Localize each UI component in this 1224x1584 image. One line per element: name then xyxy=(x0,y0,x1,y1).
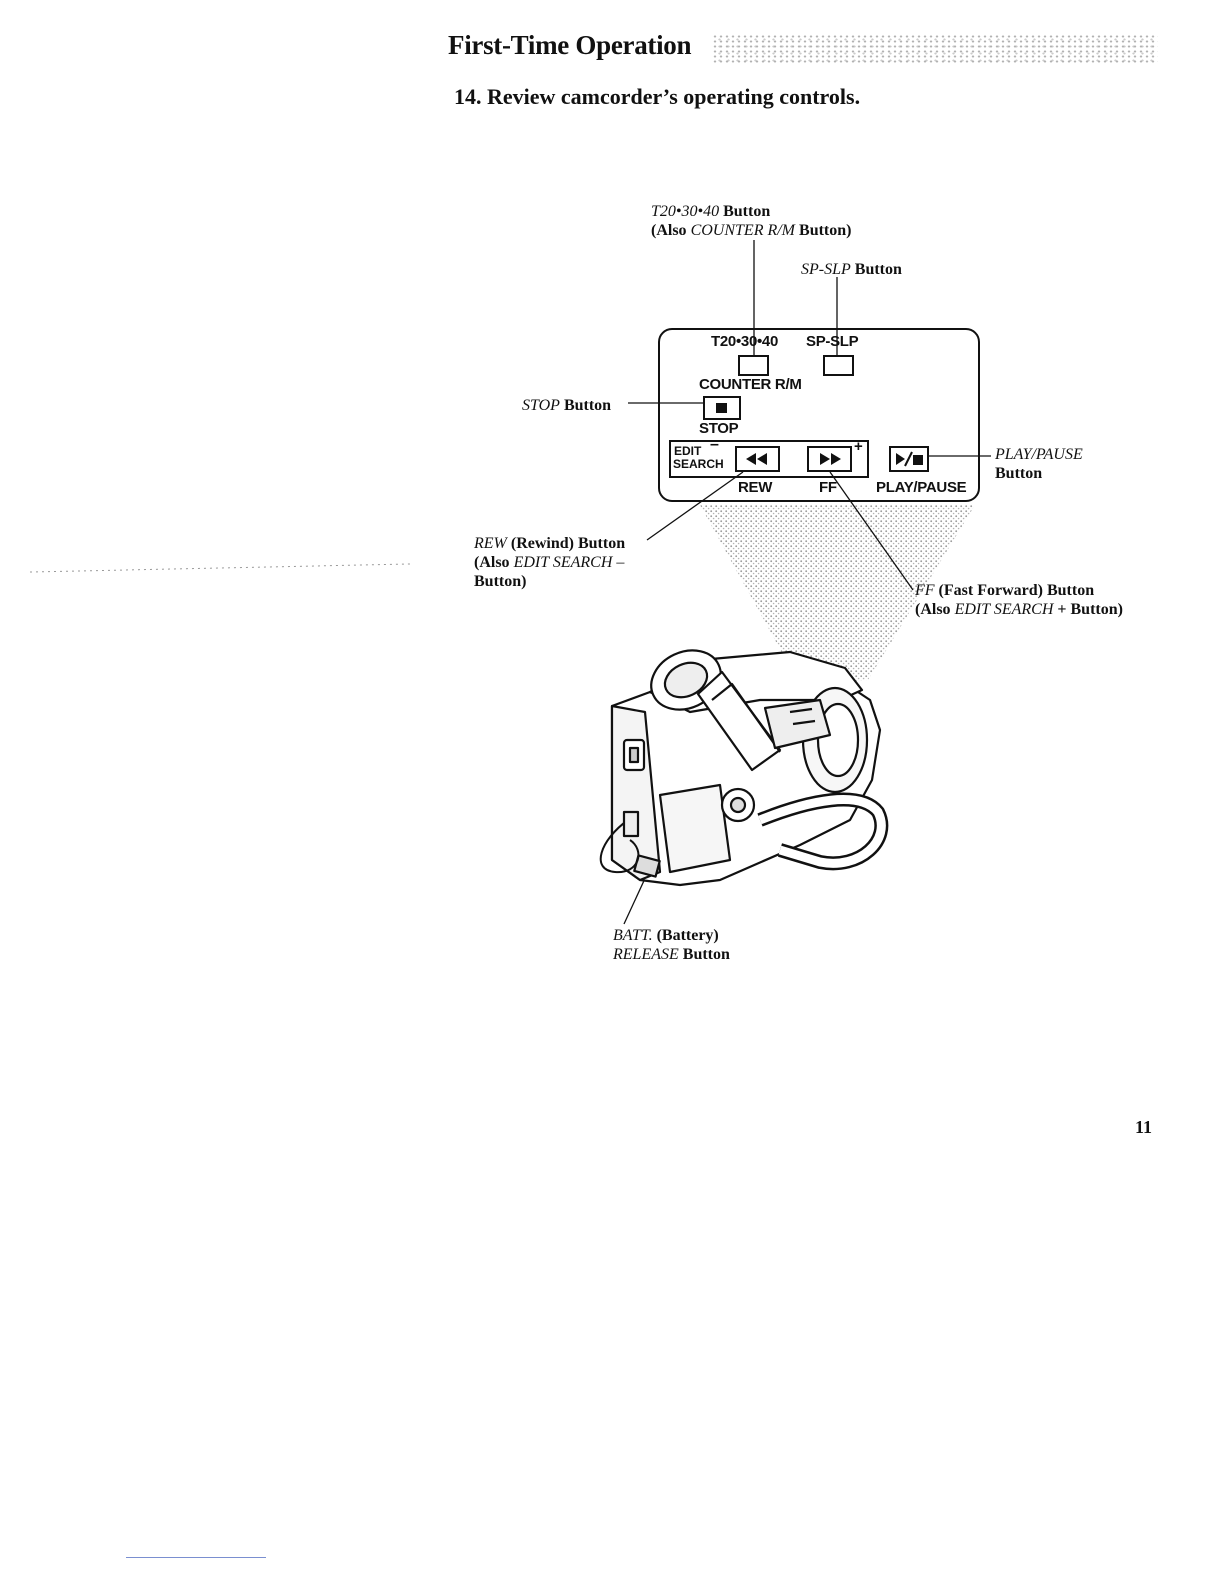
stop-icon xyxy=(716,403,727,413)
control-panel-outline xyxy=(658,328,980,502)
leader-ff xyxy=(829,471,914,591)
t20-button xyxy=(738,355,769,376)
panel-label-stop: STOP xyxy=(699,420,739,437)
panel-label-search: SEARCH xyxy=(673,457,724,471)
callout-spslp: SP-SLP Button xyxy=(801,261,902,278)
spslp-button xyxy=(823,355,854,376)
projection-cone xyxy=(700,505,975,685)
camcorder-body-drawing xyxy=(599,649,889,887)
panel-label-edit: EDIT xyxy=(674,444,702,458)
panel-label-spslp: SP-SLP xyxy=(806,333,859,350)
rew-icon xyxy=(746,453,756,465)
header-texture xyxy=(712,34,1158,64)
callout-playpause: PLAY/PAUSE Button xyxy=(995,446,1083,482)
panel-label-t20: T20•30•40 xyxy=(711,333,779,350)
panel-label-rew: REW xyxy=(738,479,773,496)
callout-ff: FF (Fast Forward) Button (Also EDIT SEAR… xyxy=(915,582,1123,618)
section-title: First-Time Operation xyxy=(448,30,692,60)
callout-stop: STOP Button xyxy=(522,397,612,414)
ff-icon xyxy=(820,453,830,465)
panel-label-counter: COUNTER R/M xyxy=(699,376,802,393)
rew-button xyxy=(735,446,780,472)
panel-label-playpause: PLAY/PAUSE xyxy=(876,479,967,496)
panel-plus-sign: + xyxy=(854,438,863,455)
playpause-icon xyxy=(896,453,905,465)
step-heading: 14. Review camcorder’s operating control… xyxy=(454,84,861,109)
callout-rew: REW (Rewind) Button (Also EDIT SEARCH – … xyxy=(474,535,626,590)
callout-batt: BATT. (Battery) RELEASE Button xyxy=(613,927,730,963)
page-number: 11 xyxy=(1135,1117,1153,1137)
stray-dotted-line xyxy=(29,563,411,573)
panel-label-ff: FF xyxy=(819,479,837,496)
edit-search-frame xyxy=(669,440,869,478)
footer-rule xyxy=(126,1557,266,1558)
leader-rew xyxy=(646,471,744,541)
callout-t20: T20•30•40 Button (Also COUNTER R/M Butto… xyxy=(651,203,852,239)
panel-minus-sign: – xyxy=(710,436,719,453)
